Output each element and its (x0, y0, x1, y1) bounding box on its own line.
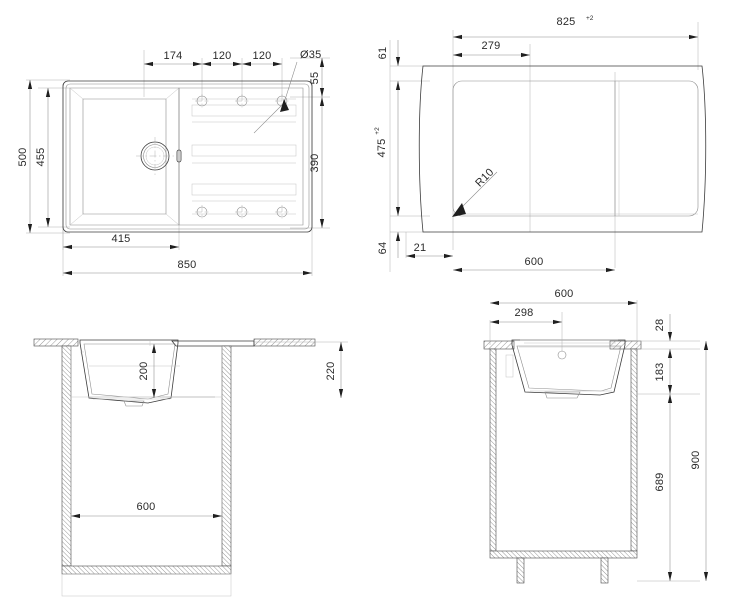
side-worktop-slabs (483, 340, 642, 350)
dim-850: 850 (178, 259, 197, 271)
tap-holes (195, 94, 289, 219)
dim-600-cutout: 600 (525, 256, 544, 268)
sink-drainer (178, 87, 304, 226)
cutout-extension-lines (389, 22, 699, 272)
side-bowl-section (505, 339, 626, 399)
side-section-view: 600 298 28 183 689 900 (483, 288, 709, 584)
dim-61: 61 (377, 47, 389, 60)
front-section-dimensions: 200 220 600 (70, 341, 348, 520)
side-section-dimensions: 600 298 28 183 689 900 (489, 288, 709, 582)
corner-radius-callout: R10 (452, 166, 498, 217)
dim-21: 21 (414, 242, 427, 254)
dim-455: 455 (35, 148, 47, 167)
front-section-view: 200 220 600 (33, 338, 348, 597)
sink-bowl (69, 87, 182, 226)
cabinet-carcass-front (61, 345, 232, 597)
sink-outline (62, 80, 313, 233)
dim-825-tolerance: +2 (586, 15, 594, 22)
cutout-template-view: 825 +2 279 61 475 +2 64 R10 21 600 (374, 15, 707, 273)
dim-600-front: 600 (137, 501, 156, 513)
dim-825: 825 (557, 16, 576, 28)
cutout-top-dimensions: 825 +2 279 (453, 15, 698, 58)
dim-390: 390 (309, 154, 321, 173)
dim-183: 183 (654, 363, 666, 382)
dim-475: 475 (376, 139, 388, 158)
plan-right-dimensions: 55 390 (309, 58, 325, 228)
dim-28: 28 (654, 319, 666, 332)
dim-689: 689 (654, 473, 666, 492)
dim-120-a: 120 (213, 50, 232, 62)
dim-298: 298 (515, 307, 534, 319)
dim-55: 55 (309, 72, 321, 85)
tap-hole-diameter-callout: Ø35 (253, 49, 321, 134)
plan-top-dimensions: 174 120 120 (144, 50, 282, 67)
dim-diameter-35: Ø35 (300, 49, 321, 61)
cutout-bottom-dimensions: 21 600 (406, 242, 615, 273)
dim-600-side: 600 (555, 288, 574, 300)
dim-64: 64 (377, 242, 389, 255)
dim-279: 279 (482, 40, 501, 52)
plan-bottom-dimensions: 415 850 (63, 233, 312, 276)
dim-415: 415 (112, 233, 131, 245)
dim-900: 900 (690, 451, 702, 470)
top-plan-view: 174 120 120 Ø35 55 390 500 455 4 (17, 49, 330, 276)
dim-220: 220 (325, 362, 337, 381)
dim-120-b: 120 (253, 50, 272, 62)
dim-200: 200 (138, 362, 150, 381)
cabinet-carcass-side (489, 348, 638, 584)
cutout-outline (418, 65, 707, 233)
dim-radius-10: R10 (473, 166, 496, 189)
plan-left-dimensions: 500 455 (17, 80, 51, 233)
cutout-left-dimensions: 61 475 +2 64 (374, 40, 401, 258)
dim-475-tolerance: +2 (374, 127, 381, 135)
dim-174: 174 (164, 50, 183, 62)
bowl-section (79, 339, 179, 407)
dim-500: 500 (17, 148, 29, 167)
